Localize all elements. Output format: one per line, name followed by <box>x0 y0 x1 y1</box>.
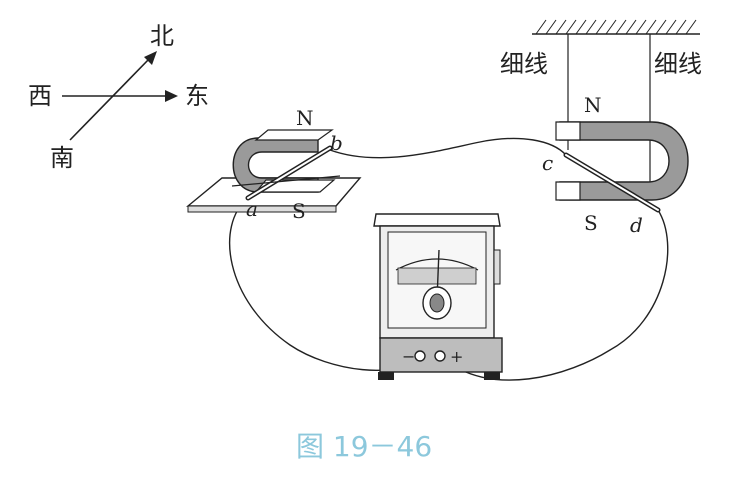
right-horseshoe-magnet: N S c d <box>542 93 689 237</box>
right-magnet-top-pole-face <box>555 121 581 141</box>
left-magnet-s-label: S <box>292 199 306 223</box>
right-magnet-n-label: N <box>584 93 602 117</box>
galvanometer-side-slot <box>493 249 501 285</box>
galvanometer-scale-arc <box>395 258 479 271</box>
compass: 北 西 东 南 <box>28 22 209 172</box>
figure-caption: 图 19－46 <box>296 430 432 463</box>
left-thread-label: 细线 <box>500 50 548 78</box>
compass-south-label: 南 <box>50 144 74 172</box>
left-point-a-label: a <box>246 197 258 221</box>
compass-south-north-arrow-line <box>69 57 151 141</box>
galvanometer-scale-plate <box>397 267 477 285</box>
left-point-b-label: b <box>330 131 343 155</box>
left-base-plate-edge <box>187 205 337 213</box>
right-magnet-bottom-pole-face <box>555 181 581 201</box>
right-rod-cd-highlight <box>565 154 659 211</box>
right-magnet-s-label: S <box>584 211 598 235</box>
galvanometer-plus-label: + <box>450 347 463 366</box>
galvanometer-foot-left <box>378 372 394 380</box>
left-magnet-top-pole-face <box>254 129 334 141</box>
galvanometer-coil-inner <box>429 293 445 313</box>
galvanometer: − + <box>373 213 503 380</box>
ceiling-support: 细线 细线 <box>500 19 702 200</box>
ceiling-hatching <box>535 19 697 35</box>
galvanometer-top-rim <box>373 213 501 227</box>
right-point-c-label: c <box>542 151 553 175</box>
compass-east-label: 东 <box>185 82 209 110</box>
left-magnet-n-label: N <box>296 106 314 130</box>
left-rod-support <box>231 175 341 187</box>
compass-north-label: 北 <box>150 22 174 50</box>
galvanometer-minus-terminal <box>414 350 426 362</box>
left-rod-ab-highlight <box>247 147 331 199</box>
wire-b-to-c <box>329 137 567 159</box>
right-point-d-label: d <box>630 213 643 237</box>
galvanometer-minus-label: − <box>402 347 415 366</box>
compass-west-label: 西 <box>28 82 52 110</box>
right-thread-label: 细线 <box>654 50 702 78</box>
galvanometer-foot-right <box>484 372 500 380</box>
compass-east-arrowhead-icon <box>165 90 178 102</box>
compass-north-arrowhead-icon <box>144 51 157 65</box>
left-horseshoe-magnet: N S a b <box>186 106 362 223</box>
galvanometer-plus-terminal <box>434 350 446 362</box>
